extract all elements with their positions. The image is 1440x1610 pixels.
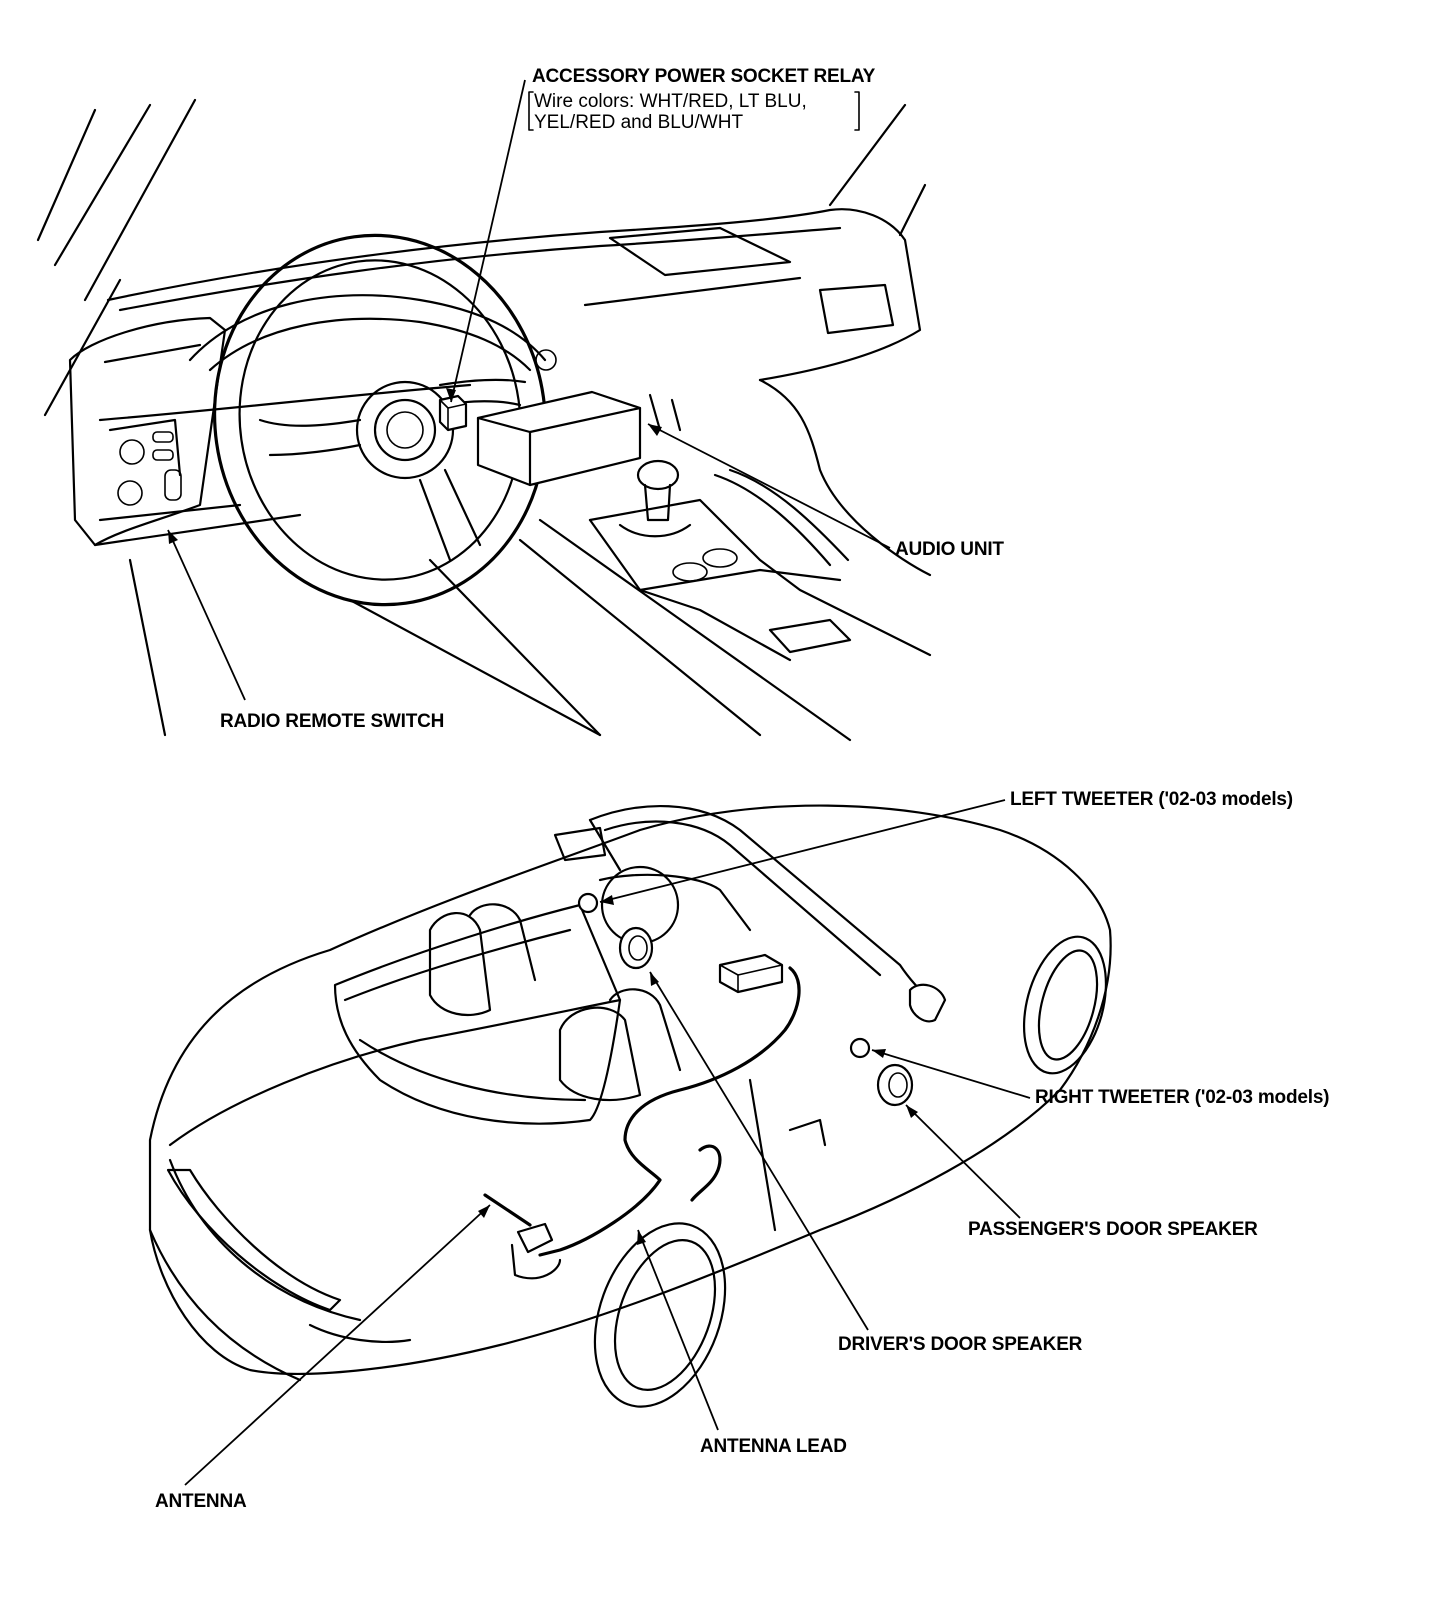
drivers-door-speaker-label: DRIVER'S DOOR SPEAKER <box>838 1334 1083 1355</box>
antenna-lead-label: ANTENNA LEAD <box>700 1436 847 1457</box>
wire-colors-line-1: Wire colors: WHT/RED, LT BLU, <box>534 91 807 112</box>
leader-lines <box>167 79 1031 1486</box>
audio-unit-label: AUDIO UNIT <box>895 539 1004 560</box>
wire-colors-line-2: YEL/RED and BLU/WHT <box>534 112 744 133</box>
passengers-door-speaker-label: PASSENGER'S DOOR SPEAKER <box>968 1219 1258 1240</box>
dashboard-illustration <box>36 98 932 742</box>
left-tweeter-label: LEFT TWEETER ('02-03 models) <box>1010 789 1293 810</box>
antenna-label: ANTENNA <box>155 1491 247 1512</box>
radio-remote-switch-label: RADIO REMOTE SWITCH <box>220 711 445 732</box>
right-tweeter-label: RIGHT TWEETER ('02-03 models) <box>1035 1087 1330 1108</box>
car-illustration <box>148 804 1112 1408</box>
accessory-power-socket-relay-label: ACCESSORY POWER SOCKET RELAY <box>532 66 876 87</box>
